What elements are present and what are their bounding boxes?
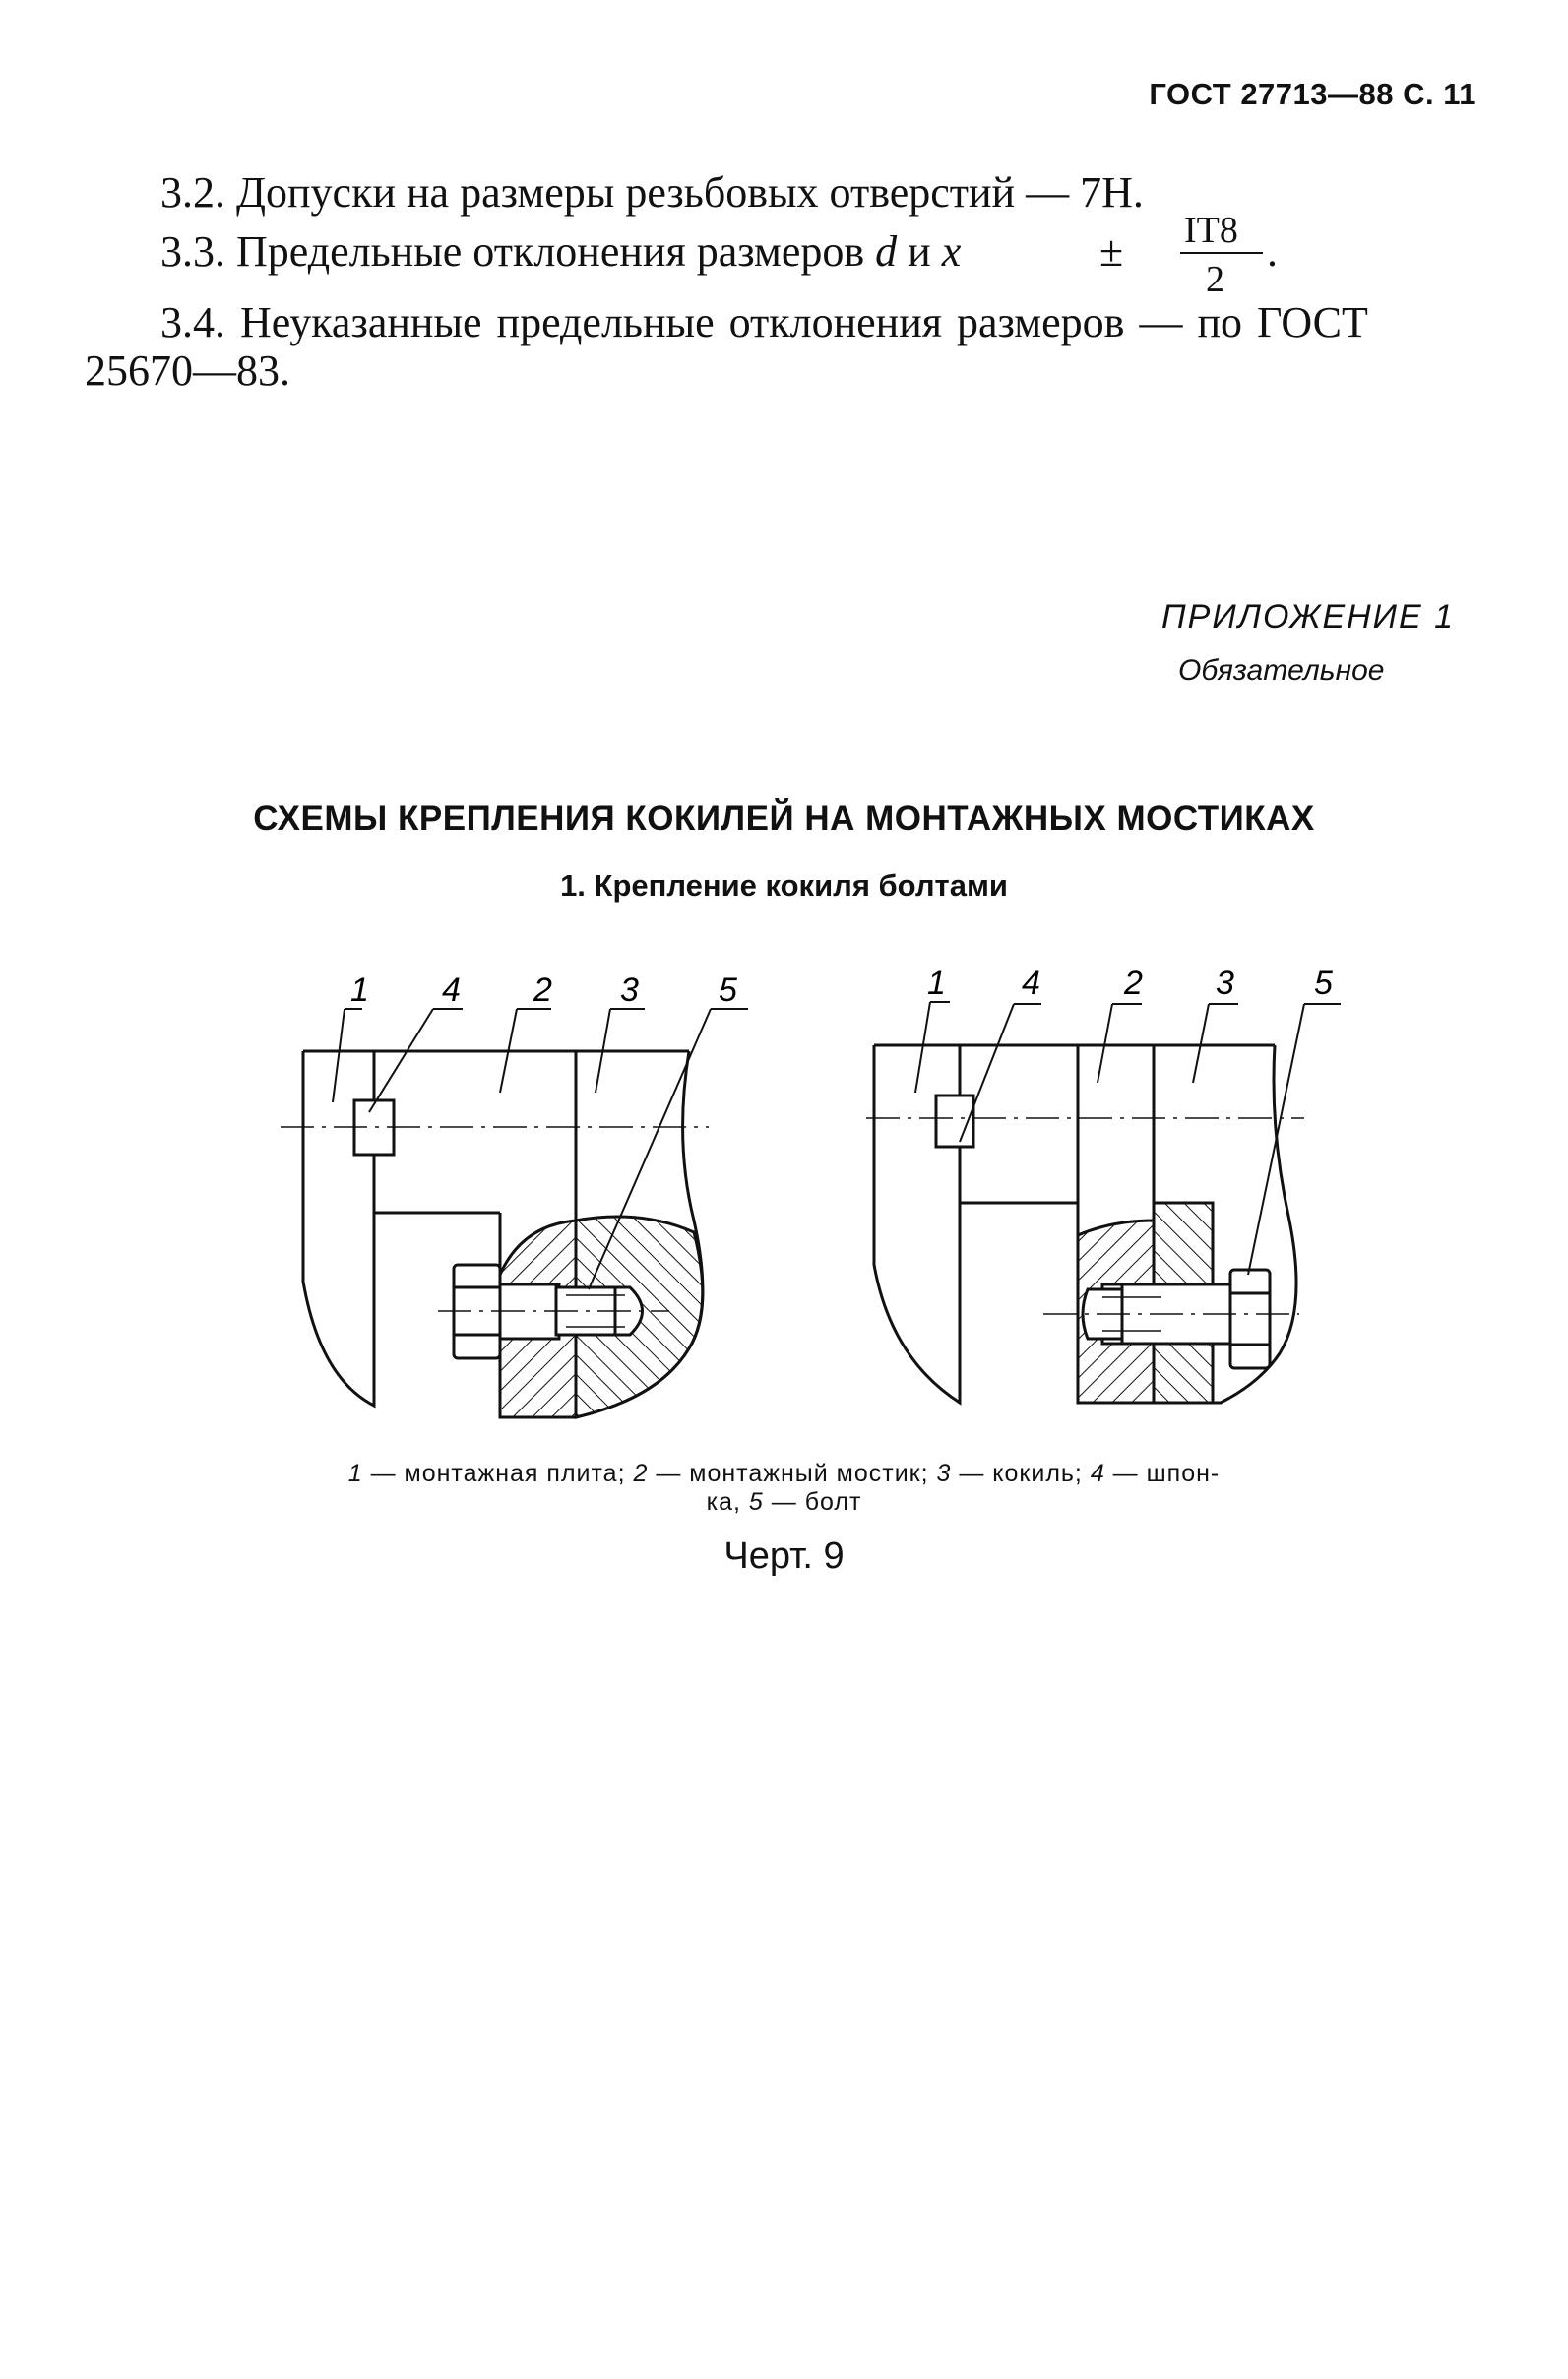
figure-right-view <box>866 1001 1341 1406</box>
fraction-bar <box>1180 252 1263 254</box>
legend-num: 4 <box>1090 1460 1105 1487</box>
legend-num: 1 <box>347 1460 363 1487</box>
legend-text: — шпон- <box>1104 1460 1221 1487</box>
legend-num: 3 <box>936 1460 952 1487</box>
section-title: СХЕМЫ КРЕПЛЕНИЯ КОКИЛЕЙ НА МОНТАЖНЫХ МОС… <box>253 799 1315 838</box>
clause-3-2: 3.2. Допуски на размеры резьбовых отверс… <box>160 168 1144 217</box>
appendix-label: ПРИЛОЖЕНИЕ 1 <box>1161 598 1456 636</box>
legend-line-2: ка, 5 — болт <box>0 1488 1568 1517</box>
clause-3-4-line1: 3.4. Неуказанные предельные отклонения р… <box>160 298 1368 346</box>
clause-3-3-d: d <box>875 227 898 276</box>
right-label-1: 1 <box>927 965 946 1002</box>
appendix-status: Обязательное <box>1178 655 1385 687</box>
legend-text: ка, <box>706 1487 749 1516</box>
left-label-1: 1 <box>350 971 369 1009</box>
legend-text: — кокиль; <box>951 1460 1091 1487</box>
legend-line-1: 1 — монтажная плита; 2 — монтажный мости… <box>0 1460 1568 1488</box>
left-label-2: 2 <box>533 971 552 1009</box>
legend-text: — монтажная плита; <box>362 1460 634 1487</box>
fraction-denominator: 2 <box>1206 259 1224 300</box>
legend-num: 2 <box>633 1460 649 1487</box>
clause-3-3: 3.3. Предельные отклонения размеров d и … <box>160 227 962 276</box>
left-mounting-plate <box>301 1051 376 1409</box>
figure-drawing: 1 4 2 3 5 <box>281 965 1341 1419</box>
clause-3-4-line2: 25670—83. <box>85 346 290 395</box>
figure-caption: Черт. 9 <box>723 1535 845 1577</box>
figure-legend: 1 — монтажная плита; 2 — монтажный мости… <box>0 1460 1568 1517</box>
right-label-2: 2 <box>1123 965 1143 1002</box>
clause-3-3-text: 3.3. Предельные отклонения размеров <box>160 227 865 276</box>
legend-text: — монтажный мостик; <box>648 1460 937 1487</box>
clause-3-3-and: и <box>908 227 931 276</box>
right-mounting-plate <box>872 1045 962 1406</box>
legend-text: — болт <box>763 1487 862 1516</box>
subsection-title: 1. Крепление кокиля болтами <box>560 868 1008 903</box>
clause-3-3-end: . <box>1267 227 1278 276</box>
clause-3-3-x: x <box>941 227 962 276</box>
right-label-3: 3 <box>1216 965 1234 1002</box>
figure-left-view <box>281 1008 748 1419</box>
left-label-5: 5 <box>719 971 737 1009</box>
page-header: ГОСТ 27713—88 С. 11 <box>1149 77 1476 111</box>
left-label-4: 4 <box>442 971 461 1009</box>
fraction-numerator: IT8 <box>1184 210 1238 251</box>
right-label-4: 4 <box>1022 965 1040 1002</box>
right-kokil-outline <box>1154 1044 1298 1405</box>
clause-3-3-plusminus: ± <box>1099 227 1124 276</box>
left-label-3: 3 <box>620 971 639 1009</box>
right-label-5: 5 <box>1314 965 1333 1002</box>
right-bolt-head <box>1228 1268 1272 1370</box>
legend-num: 5 <box>748 1487 764 1516</box>
